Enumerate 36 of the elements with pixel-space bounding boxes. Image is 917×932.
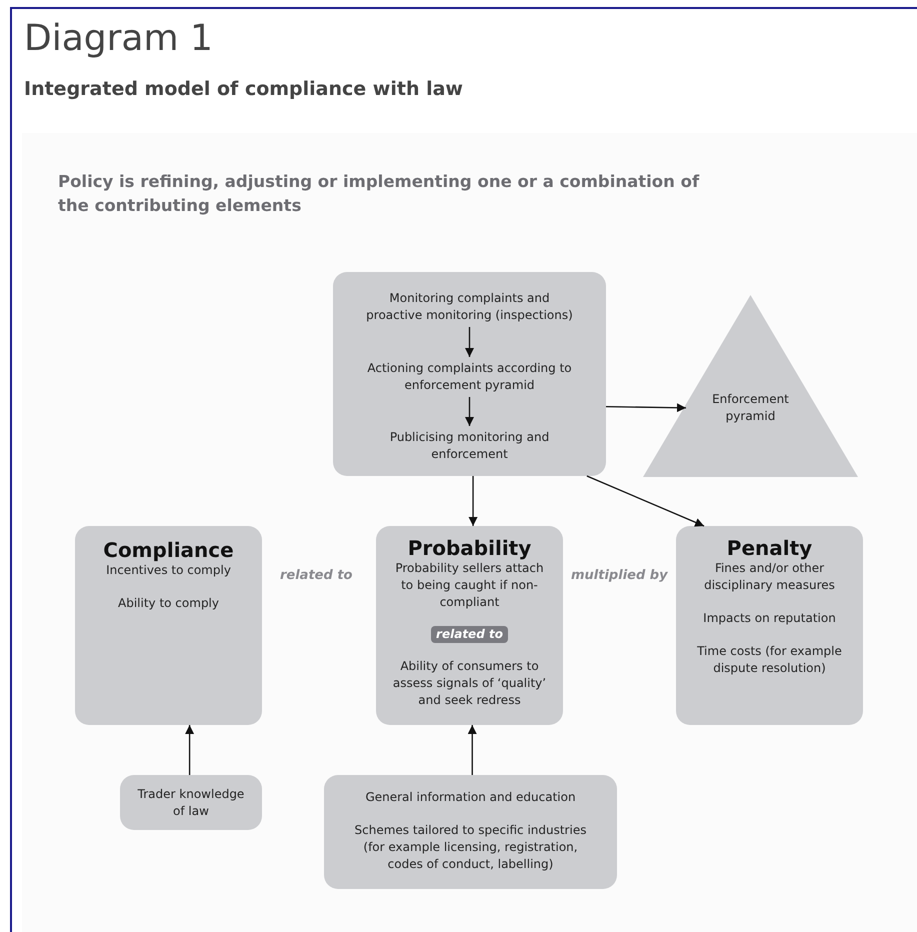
relation-label: related to [431,626,508,643]
box-text: General information and education [364,789,577,806]
arrow [586,475,704,527]
arrow [468,725,477,775]
arrow [465,397,474,426]
knowledge-box [120,775,262,830]
subtitle: Integrated model of compliance with law [24,78,463,100]
arrow [465,327,474,357]
process-box [333,272,606,476]
box-text: Schemes tailored to specific industries (for example licensing, registration, codes of conduct, labelling) [354,822,588,873]
step-text: Actioning complaints according to enforcement pyramid [367,360,572,394]
box-text: Incentives to comply [105,562,232,579]
box-text: Ability to comply [117,595,220,612]
arrow [468,476,478,526]
relation-label: multiplied by [571,568,668,583]
compliance-box [75,526,262,725]
box-text: Probability sellers attach to being caught if non-compliant [394,560,544,611]
step-text: Monitoring complaints and proactive monitoring (inspections) [362,290,577,324]
box-heading: Compliance [102,538,235,562]
arrow [185,725,194,775]
box-heading: Penalty [726,536,814,560]
box-heading: Probability [406,536,532,560]
penalty-box [676,526,863,725]
information-box [324,775,617,889]
box-text: Ability of consumers to assess signals of ‘quality’ and seek redress [392,658,548,709]
box-text: Impacts on reputation [702,610,837,627]
box-text: Time costs (for example dispute resolution) [696,643,843,677]
pyramid-label: Enforcement pyramid [711,391,790,425]
relation-label: related to [280,568,352,583]
box-text: Trader knowledge of law [136,786,246,820]
step-text: Publicising monitoring and enforcement [390,429,550,463]
box-text: Fines and/or other disciplinary measures [703,560,836,594]
arrow [606,403,686,412]
policy-note: Policy is refining, adjusting or implementing one or a combination of the contributing elements [58,171,700,217]
diagram-title: Diagram 1 [24,18,213,59]
probability-box [376,526,563,725]
